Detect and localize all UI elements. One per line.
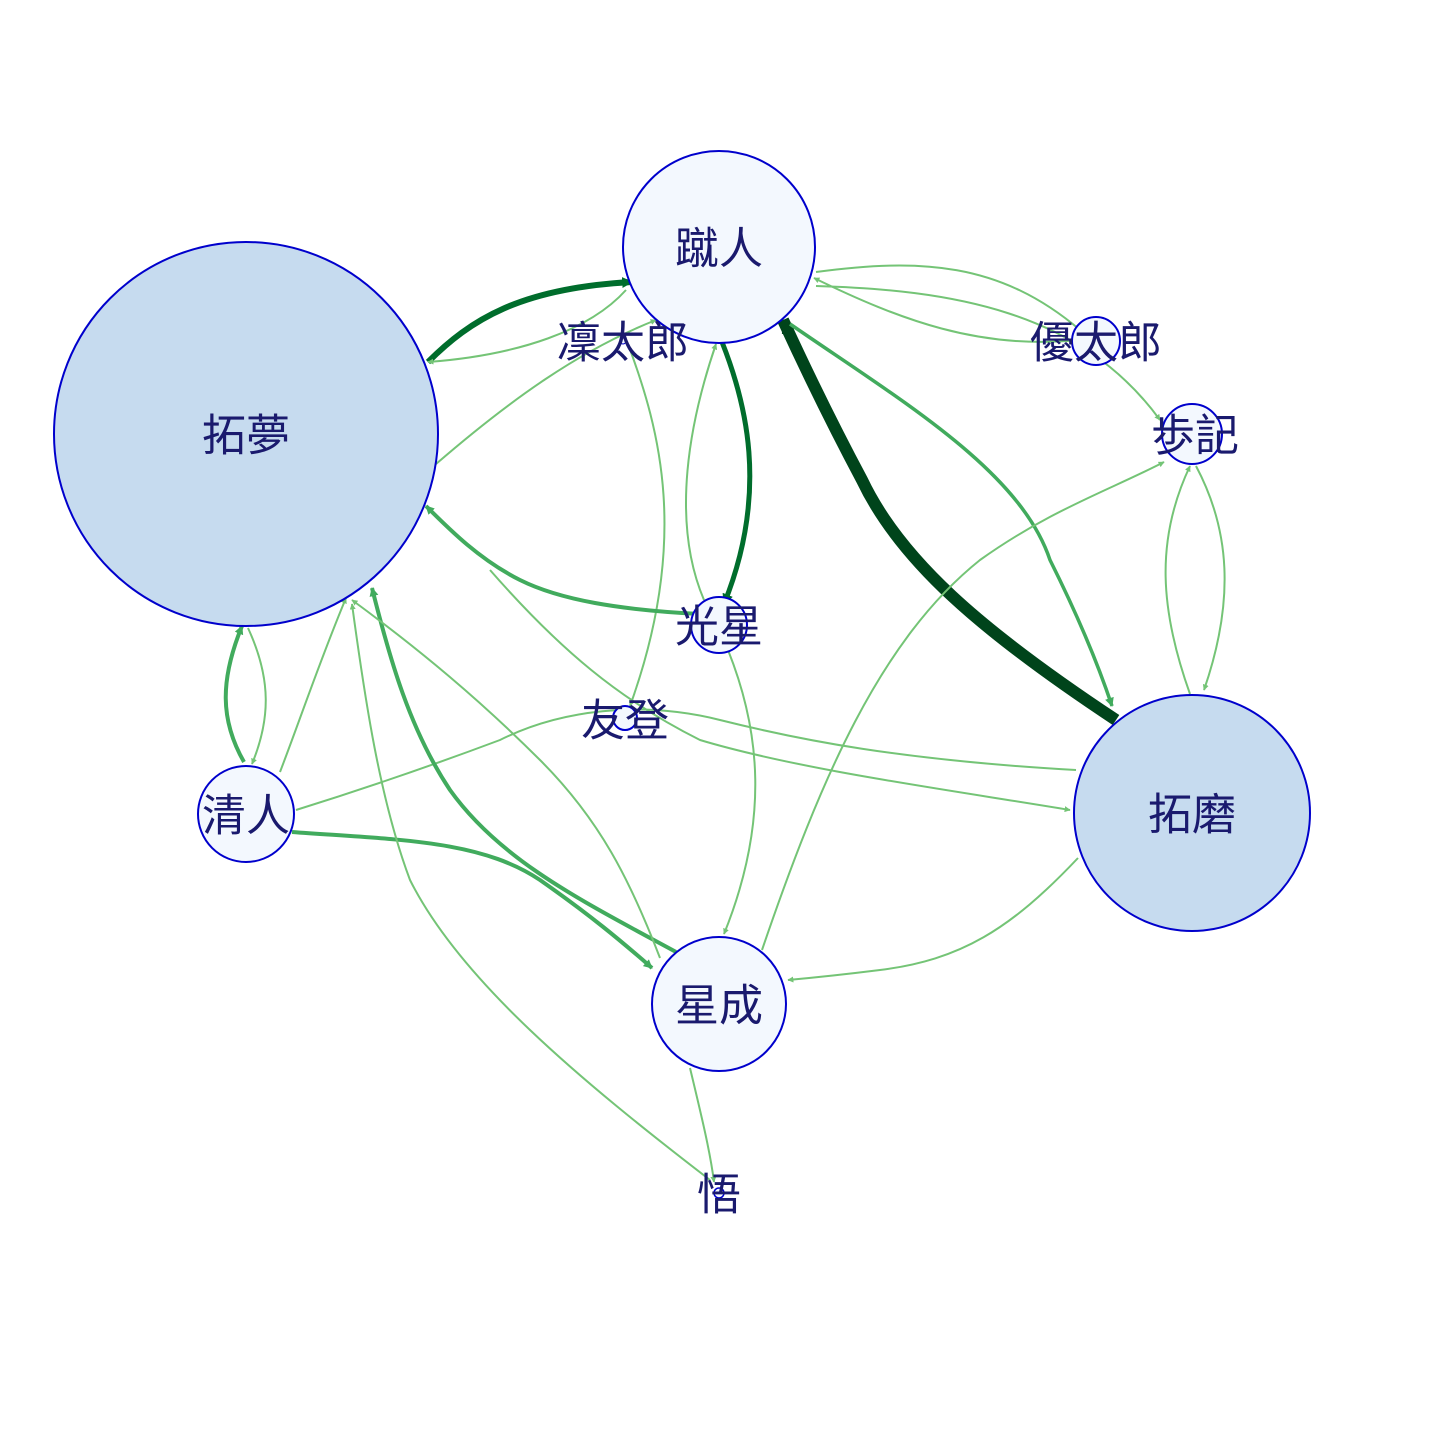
edge-takuma-ayuki xyxy=(1164,465,1191,695)
node-satoru[interactable]: 悟 xyxy=(697,1170,741,1221)
node-kosei[interactable]: 光星 xyxy=(675,596,763,654)
node-label-kiyoto: 清人 xyxy=(202,791,290,842)
edge-kiyoto-takumu xyxy=(223,625,246,763)
edge-kosei-takumu xyxy=(424,504,701,616)
node-label-yutaro: 優太郎 xyxy=(1030,318,1162,369)
edge-kiyoto-takumu-2 xyxy=(279,597,347,773)
edge-seinari-ayuki xyxy=(761,461,1165,951)
edge-takumu-takuma xyxy=(489,569,1071,813)
node-label-takumu: 拓夢 xyxy=(202,411,290,462)
edge-seinari-takumu-2 xyxy=(351,599,661,959)
node-label-yuto: 友登 xyxy=(581,696,669,747)
edge-takumu-shuto xyxy=(425,277,634,365)
node-takuma[interactable]: 拓磨 xyxy=(1073,694,1311,932)
edge-takuma-seinari xyxy=(787,857,1079,983)
edge-shuto-takuma xyxy=(789,322,1114,707)
node-seinari[interactable]: 星成 xyxy=(651,936,787,1072)
edge-kosei-shuto xyxy=(685,343,718,601)
node-yuto[interactable]: 友登 xyxy=(581,696,669,747)
edge-shuto-yutaro xyxy=(815,264,1081,331)
edge-satoru-takumu xyxy=(349,603,711,1181)
edge-ayuki-takuma xyxy=(1195,465,1226,691)
edge-seinari-satoru xyxy=(689,1067,717,1183)
edge-shuto-kosei xyxy=(719,341,753,606)
nodes-layer: 拓夢 蹴人 拓磨 清人 星成 光星 歩記 優太郎 xyxy=(53,150,1311,1221)
edge-takumu-kiyoto xyxy=(247,627,267,765)
node-label-shuto: 蹴人 xyxy=(675,224,763,275)
edge-kosei-seinari xyxy=(723,649,757,935)
edge-yutaro-shuto xyxy=(813,277,1079,343)
node-label-seinari: 星成 xyxy=(675,981,763,1032)
node-ayuki[interactable]: 歩記 xyxy=(1151,403,1239,465)
node-label-ayuki: 歩記 xyxy=(1151,411,1239,462)
edge-kiyoto-seinari xyxy=(291,830,654,970)
node-label-takuma: 拓磨 xyxy=(1148,790,1236,841)
edge-shuto-takumu xyxy=(427,289,627,365)
edge-takumu-rintaro xyxy=(435,319,657,465)
node-takumu[interactable]: 拓夢 xyxy=(53,241,439,627)
node-label-kosei: 光星 xyxy=(675,602,763,653)
edge-rintaro-yuto xyxy=(627,343,666,707)
node-rintaro[interactable]: 凜太郎 xyxy=(557,318,689,369)
node-kiyoto[interactable]: 清人 xyxy=(197,765,295,863)
edge-shuto-ayuki xyxy=(815,285,1161,421)
edge-seinari-takumu xyxy=(369,587,677,954)
node-shuto[interactable]: 蹴人 xyxy=(622,150,816,344)
node-yutaro[interactable]: 優太郎 xyxy=(1030,316,1162,369)
node-label-satoru: 悟 xyxy=(697,1170,741,1221)
edge-takuma-shuto xyxy=(777,317,1120,726)
node-label-rintaro: 凜太郎 xyxy=(557,318,689,369)
